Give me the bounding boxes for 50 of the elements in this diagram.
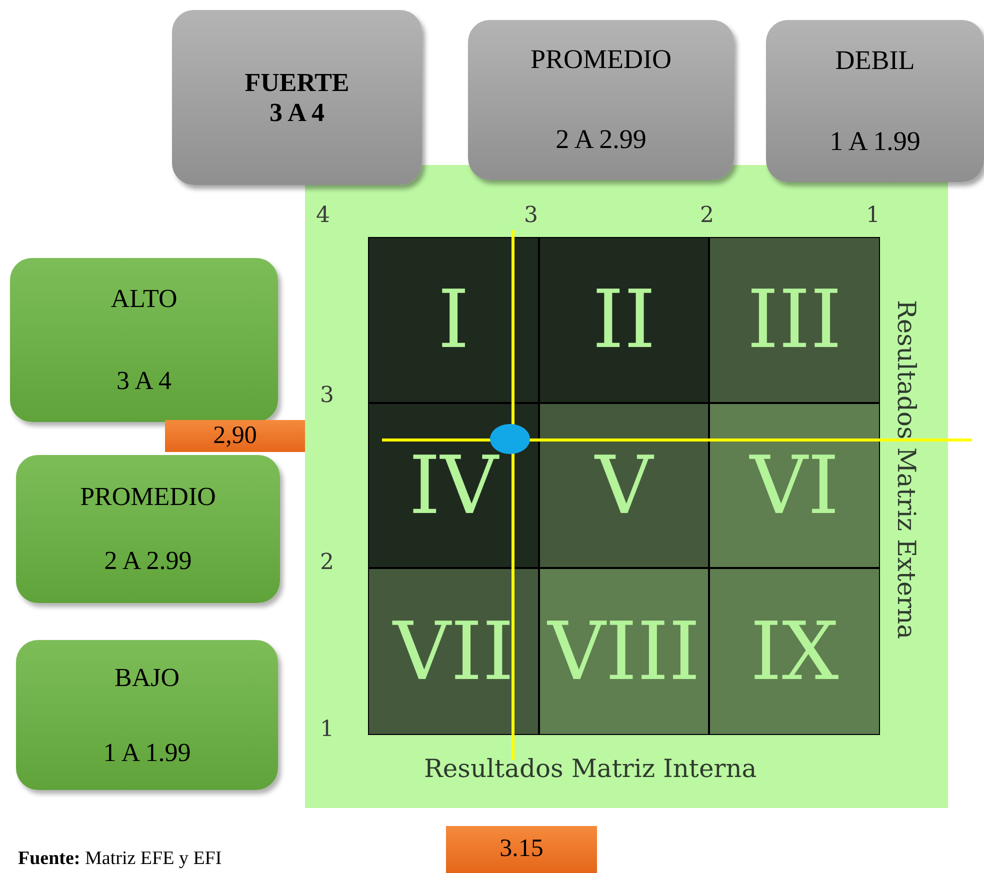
box-text: PROMEDIO <box>530 44 672 76</box>
quadrant-numeral: VI <box>750 440 840 532</box>
range-box <box>766 20 984 182</box>
matrix-cell <box>539 237 709 403</box>
box-text: 3.15 <box>500 835 544 864</box>
box-text: 2,90 <box>213 422 257 450</box>
box-text: 1 A 1.99 <box>103 738 191 768</box>
value-box <box>446 826 597 873</box>
axis-tick-label: 4 <box>316 205 330 227</box>
matrix-cell <box>368 403 539 568</box>
range-box <box>16 640 278 790</box>
box-text: 2 A 2.99 <box>556 124 646 156</box>
quadrant-numeral: I <box>438 274 470 366</box>
box-text: DEBIL <box>835 44 915 76</box>
quadrant-numeral: V <box>595 440 653 532</box>
matrix-cell <box>709 403 880 568</box>
axis-title: Resultados Matriz Externa <box>894 300 919 640</box>
axis-tick-label: 2 <box>320 552 334 574</box>
range-box <box>10 258 278 422</box>
quadrant-numeral: III <box>747 274 842 366</box>
quadrant-numeral: VIII <box>548 606 700 698</box>
box-text: PROMEDIO <box>80 482 216 512</box>
axis-tick-label: 3 <box>524 205 538 227</box>
source-note: Fuente: Matriz EFE y EFI <box>18 848 222 870</box>
range-box <box>468 20 734 180</box>
matrix-cell <box>709 237 880 403</box>
axis-tick-label: 2 <box>700 205 714 227</box>
range-box <box>172 10 422 185</box>
box-text: 2 A 2.99 <box>104 546 192 576</box>
box-text: 1 A 1.99 <box>830 126 920 158</box>
quadrant-numeral: IX <box>750 606 839 698</box>
box-text: FUERTE <box>244 68 350 98</box>
range-box <box>16 455 280 603</box>
axis-tick-label: 3 <box>320 385 334 407</box>
matrix-cell <box>539 403 709 568</box>
box-text: 3 A 4 <box>270 98 324 128</box>
matrix-cell <box>709 568 880 735</box>
axis-tick-label: 1 <box>866 205 880 227</box>
matrix-cell <box>368 568 539 735</box>
box-text: 3 A 4 <box>116 366 172 396</box>
axis-tick-label: 1 <box>320 719 334 741</box>
quadrant-numeral: II <box>592 274 656 366</box>
box-text: BAJO <box>114 662 180 692</box>
quadrant-numeral: IV <box>408 440 498 532</box>
box-text: ALTO <box>110 284 178 314</box>
value-box <box>165 420 305 452</box>
matrix-cell <box>539 568 709 735</box>
quadrant-numeral: VII <box>393 606 514 698</box>
matrix-cell <box>368 237 539 403</box>
axis-title: Resultados Matriz Interna <box>424 756 757 781</box>
